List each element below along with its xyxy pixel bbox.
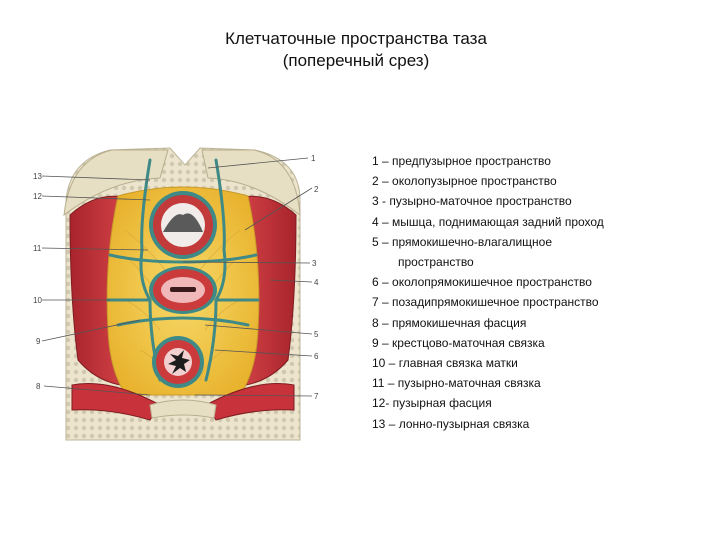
vagina [149,266,217,314]
label-9: 9 [36,337,41,346]
legend-item-1: 1 – предпузырное пространство [372,154,551,168]
legend-item-13: 13 – лонно-пузырная связка [372,416,530,431]
pubic-bone-left [63,149,169,217]
legend-item-2: 2 – околопузырное пространство [372,174,557,189]
legend-list: 1 – предпузырное пространство 2 – околоп… [372,151,712,434]
legend-item-4: 4 – мышца, поднимающая задний проход [372,214,604,229]
legend-item-11: 11 – пузырно-маточная связка [372,376,541,391]
legend-item-5: 5 – прямокишечно-влагалищное [372,234,552,249]
label-12: 12 [33,192,42,201]
label-7: 7 [314,392,319,401]
label-3: 3 [312,259,317,268]
legend-item-10: 10 – главная связка матки [372,356,518,371]
label-2: 2 [314,185,319,194]
legend-item-3: 3 - пузырно-маточное пространство [372,194,572,209]
sacrum [149,399,217,419]
title-line-1: Клетчаточные пространства таза [225,29,487,48]
label-6: 6 [314,352,319,361]
fascia-lines [106,158,260,382]
label-1: 1 [311,154,316,163]
label-8: 8 [36,382,41,391]
legend-item-6: 6 – околопрямокишечное пространство [372,275,592,290]
leader-lines [41,157,313,397]
label-5: 5 [314,330,319,339]
legend-item-12: 12- пузырная фасция [372,396,492,411]
label-4: 4 [314,278,319,287]
label-10: 10 [33,296,42,305]
label-11: 11 [33,244,42,253]
legend-item-8: 8 – прямокишечная фасция [372,315,527,330]
legend-item-9: 9 – крестцово-маточная связка [372,335,545,350]
title-line-2: (поперечный срез) [282,51,430,70]
label-13: 13 [33,172,42,181]
rectum [152,336,204,388]
legend-item-7: 7 – позадипрямокишечное пространство [372,295,599,310]
figure-title: Клетчаточные пространства таза (поперечн… [0,28,720,72]
bladder [149,191,217,259]
legend-item-5-continuation: пространство [398,255,474,270]
